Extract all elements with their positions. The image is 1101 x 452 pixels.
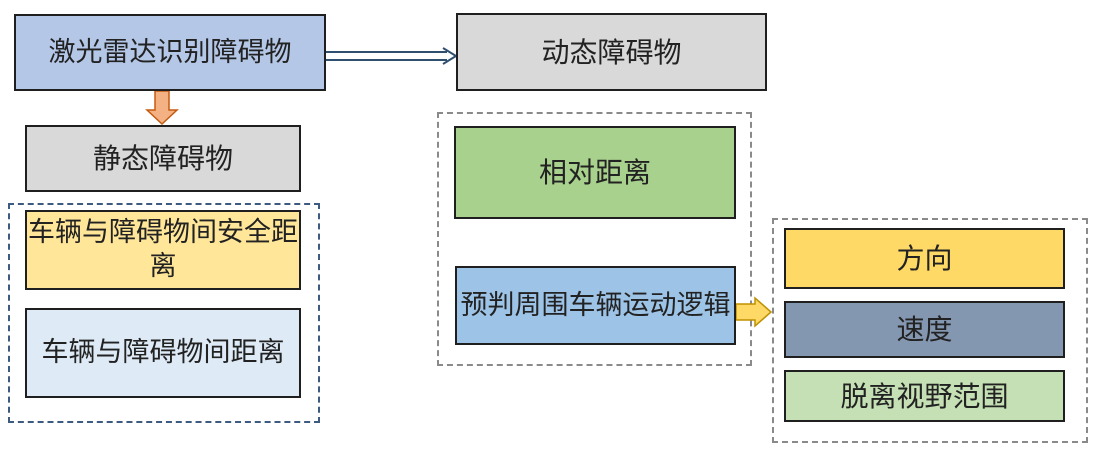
static-details-group: [8, 203, 320, 423]
lidar-detection-node: 激光雷达识别障碍物: [14, 14, 326, 91]
safe-distance-node: 车辆与障碍物间安全距离: [25, 210, 301, 290]
obstacle-distance-node: 车辆与障碍物间距离: [25, 308, 301, 398]
arrow-to-attributes: [735, 296, 773, 328]
predict-motion-node: 预判周围车辆运动逻辑: [455, 266, 736, 345]
static-obstacle-node: 静态障碍物: [25, 125, 301, 192]
leave-view-node: 脱离视野范围: [784, 370, 1065, 422]
dynamic-obstacle-node: 动态障碍物: [456, 13, 767, 91]
arrow-to-static: [145, 90, 179, 126]
speed-node: 速度: [784, 301, 1065, 358]
direction-node: 方向: [784, 228, 1065, 289]
relative-distance-node: 相对距离: [454, 126, 736, 219]
arrow-to-dynamic: [326, 47, 458, 65]
dynamic-details-group: [437, 112, 752, 366]
motion-attributes-group: [772, 218, 1088, 443]
